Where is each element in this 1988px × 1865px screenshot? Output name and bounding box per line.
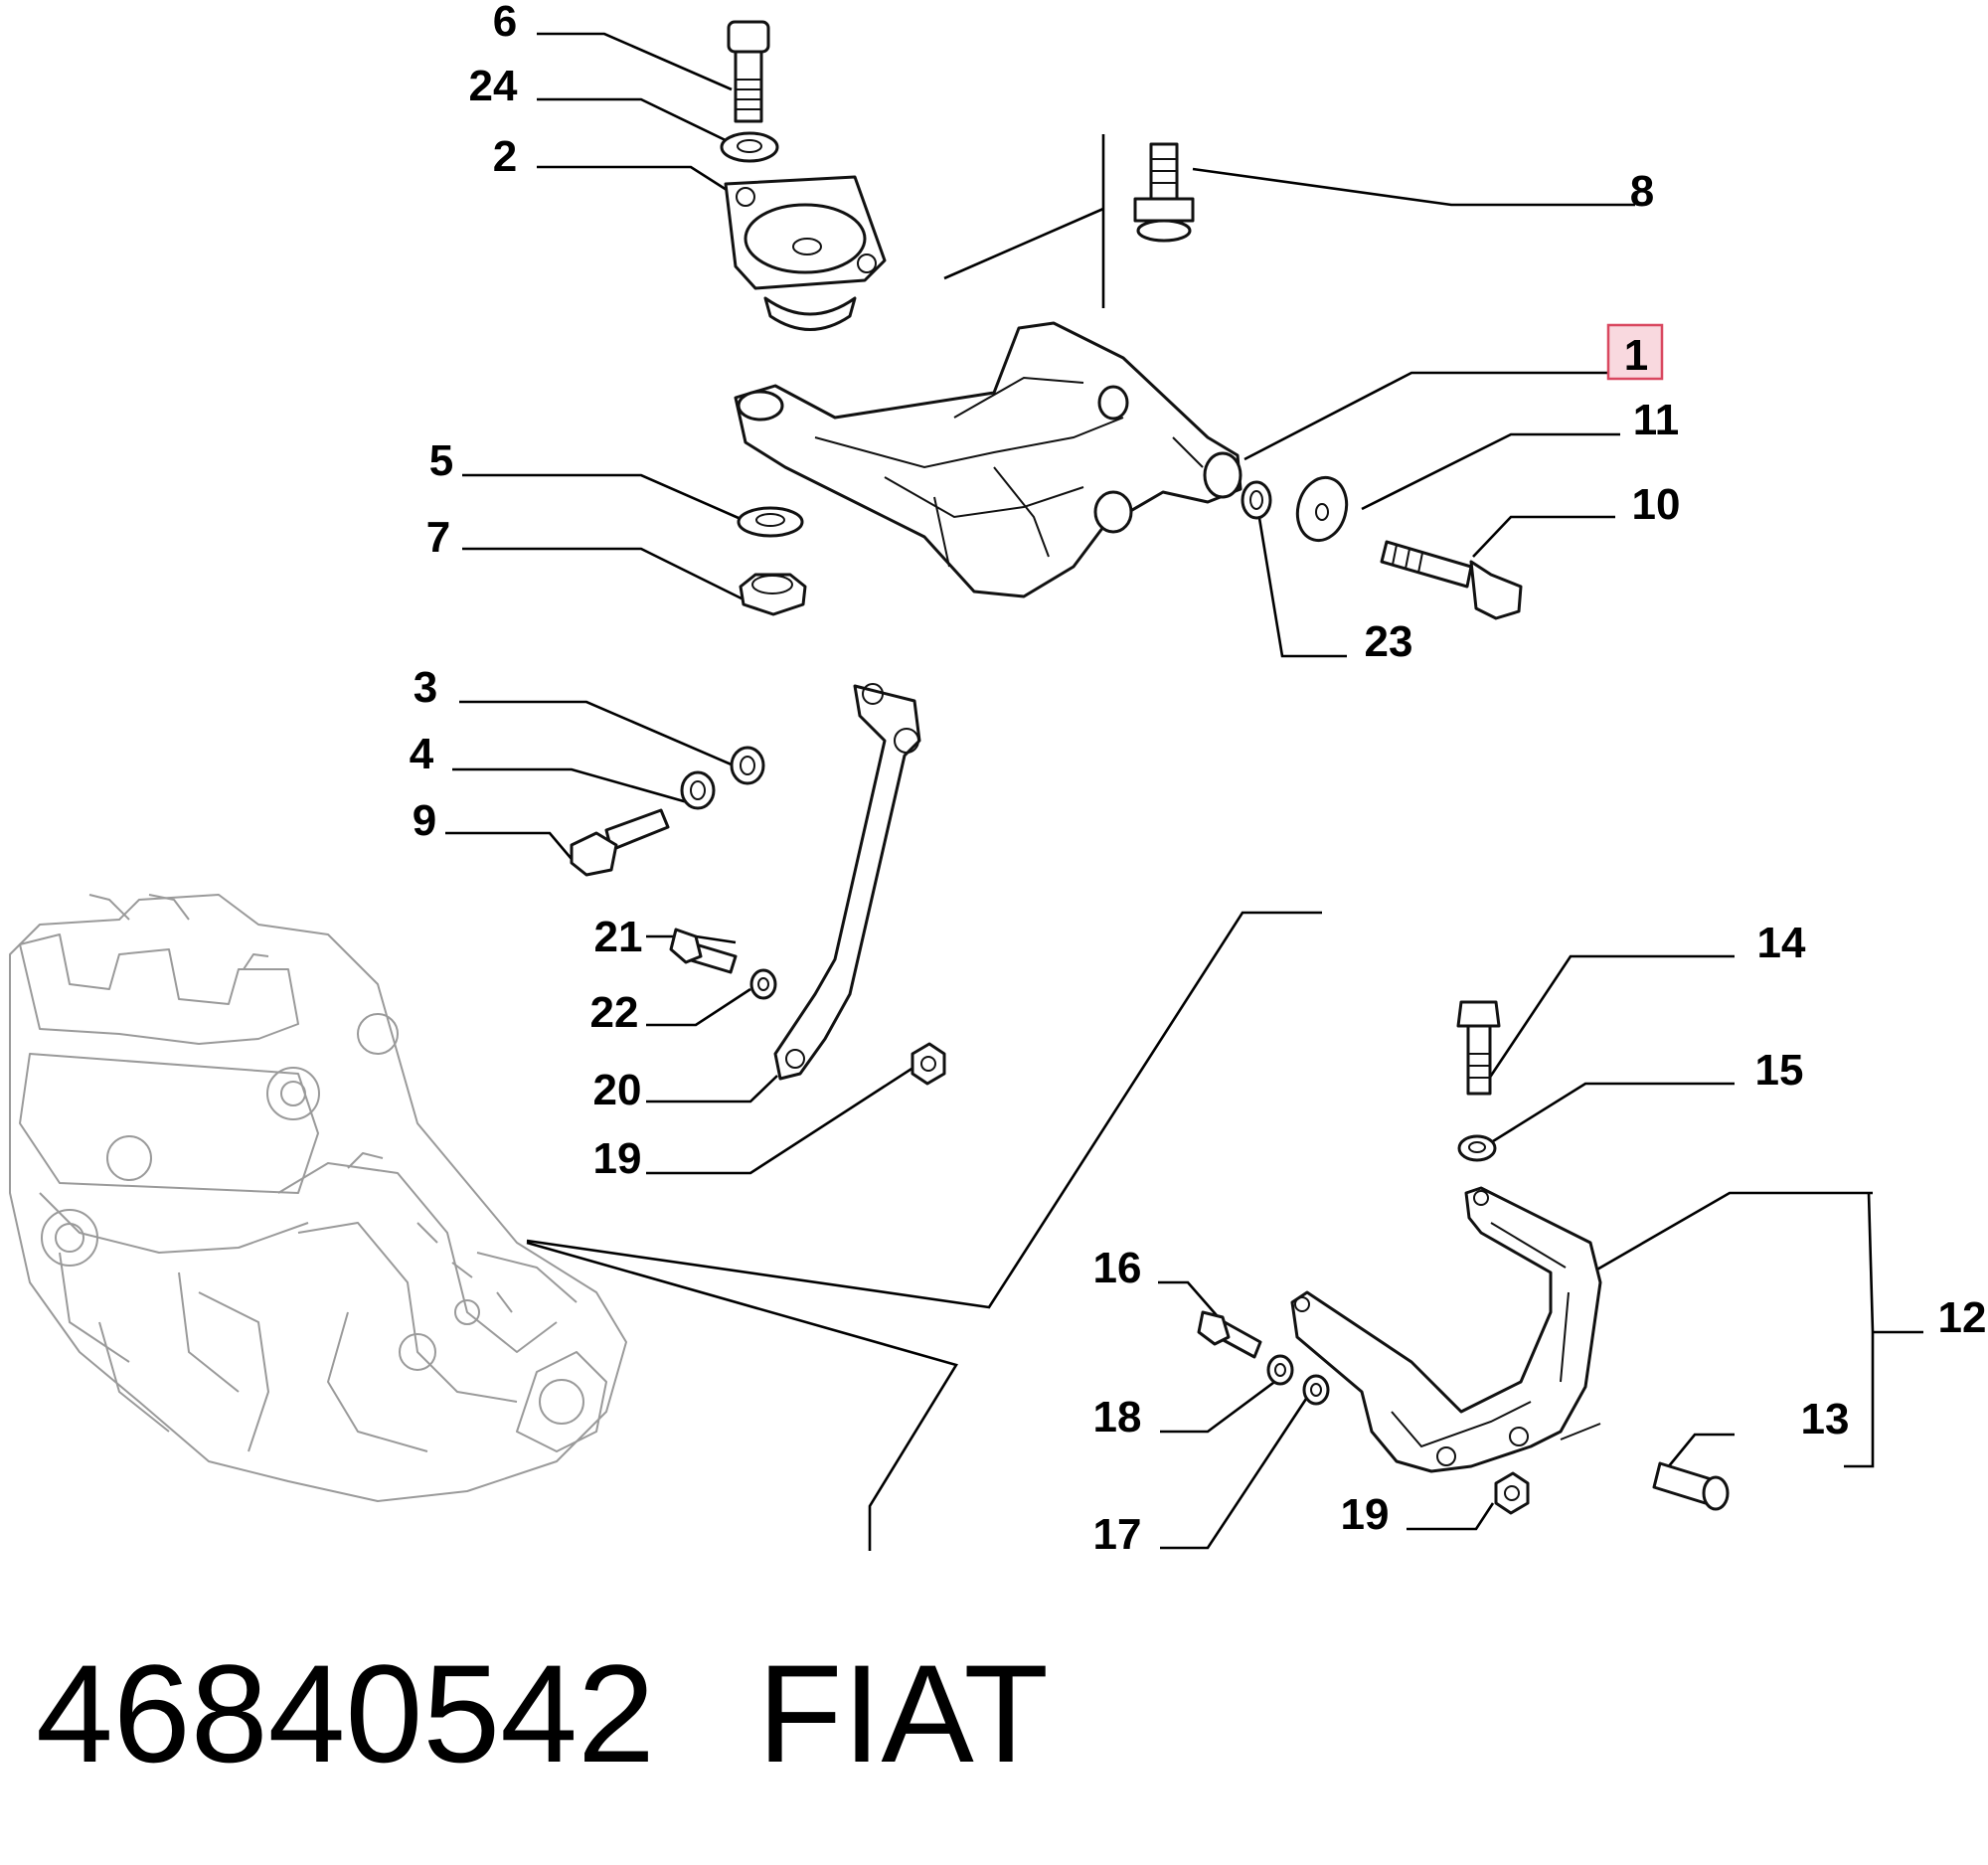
part-stud-8: [1133, 142, 1195, 243]
callout-16: 16: [1093, 1244, 1142, 1292]
part-washer-22: [749, 968, 777, 1000]
part-bolt-6: [727, 20, 770, 123]
part-nut-19-upper: [911, 1042, 946, 1086]
callout-1: 1: [1624, 331, 1648, 380]
callout-8: 8: [1630, 167, 1654, 216]
callout-7: 7: [426, 513, 450, 562]
callout-5: 5: [429, 436, 453, 485]
callout-10: 10: [1632, 480, 1681, 529]
caption: 46840542 FIAT: [36, 1635, 1049, 1791]
engine-background-illustration: [9, 894, 627, 1502]
leader-lines: [445, 32, 1923, 1551]
part-spacer-23: [1241, 480, 1272, 520]
part-bolt-9: [570, 808, 670, 877]
part-rubber-mount-2: [724, 175, 887, 331]
callout-18: 18: [1093, 1393, 1142, 1441]
part-washer-17: [1302, 1374, 1330, 1406]
part-washer-3: [730, 746, 765, 785]
callout-14: 14: [1757, 919, 1806, 967]
callout-11: 11: [1633, 396, 1680, 444]
part-nut-19-lower: [1494, 1471, 1530, 1515]
part-bolt-14: [1456, 1000, 1501, 1096]
callout-19-upper: 19: [593, 1134, 642, 1183]
callout-9: 9: [413, 796, 436, 845]
callout-20: 20: [593, 1066, 642, 1114]
part-washer-4: [680, 770, 716, 810]
callout-3: 3: [414, 663, 437, 712]
callout-labels: 6 24 2 8 1 11 10 5 7 23 3 4 9 21 22 20 1…: [410, 0, 1987, 1559]
callout-17: 17: [1093, 1510, 1142, 1559]
brand-name: FIAT: [757, 1635, 1049, 1791]
part-washer-18: [1266, 1354, 1294, 1386]
callout-15: 15: [1755, 1046, 1804, 1095]
callout-13: 13: [1801, 1395, 1850, 1443]
part-washer-15: [1457, 1134, 1497, 1162]
callout-22: 22: [590, 988, 639, 1037]
part-link-rod-20: [773, 683, 921, 1081]
part-washer-11: [1295, 475, 1349, 543]
part-bracket-1: [734, 321, 1242, 598]
part-washer-5: [737, 506, 804, 538]
callout-24: 24: [469, 62, 518, 110]
part-bolt-21: [669, 928, 738, 974]
part-washer-24: [720, 131, 779, 163]
callout-1-highlight: [1606, 323, 1664, 381]
callout-19-lower: 19: [1341, 1490, 1390, 1539]
part-bracket-12: [1290, 1186, 1602, 1473]
part-nut-7: [739, 573, 807, 616]
callout-12: 12: [1938, 1293, 1987, 1342]
callout-6: 6: [493, 0, 517, 46]
part-number: 46840542: [36, 1635, 655, 1791]
callout-2: 2: [493, 132, 517, 181]
callout-4: 4: [410, 730, 434, 778]
callout-21: 21: [594, 913, 643, 961]
part-bolt-16: [1197, 1310, 1262, 1359]
part-bushing-13: [1652, 1461, 1730, 1511]
callout-23: 23: [1365, 617, 1413, 666]
part-bolt-10: [1380, 540, 1523, 620]
